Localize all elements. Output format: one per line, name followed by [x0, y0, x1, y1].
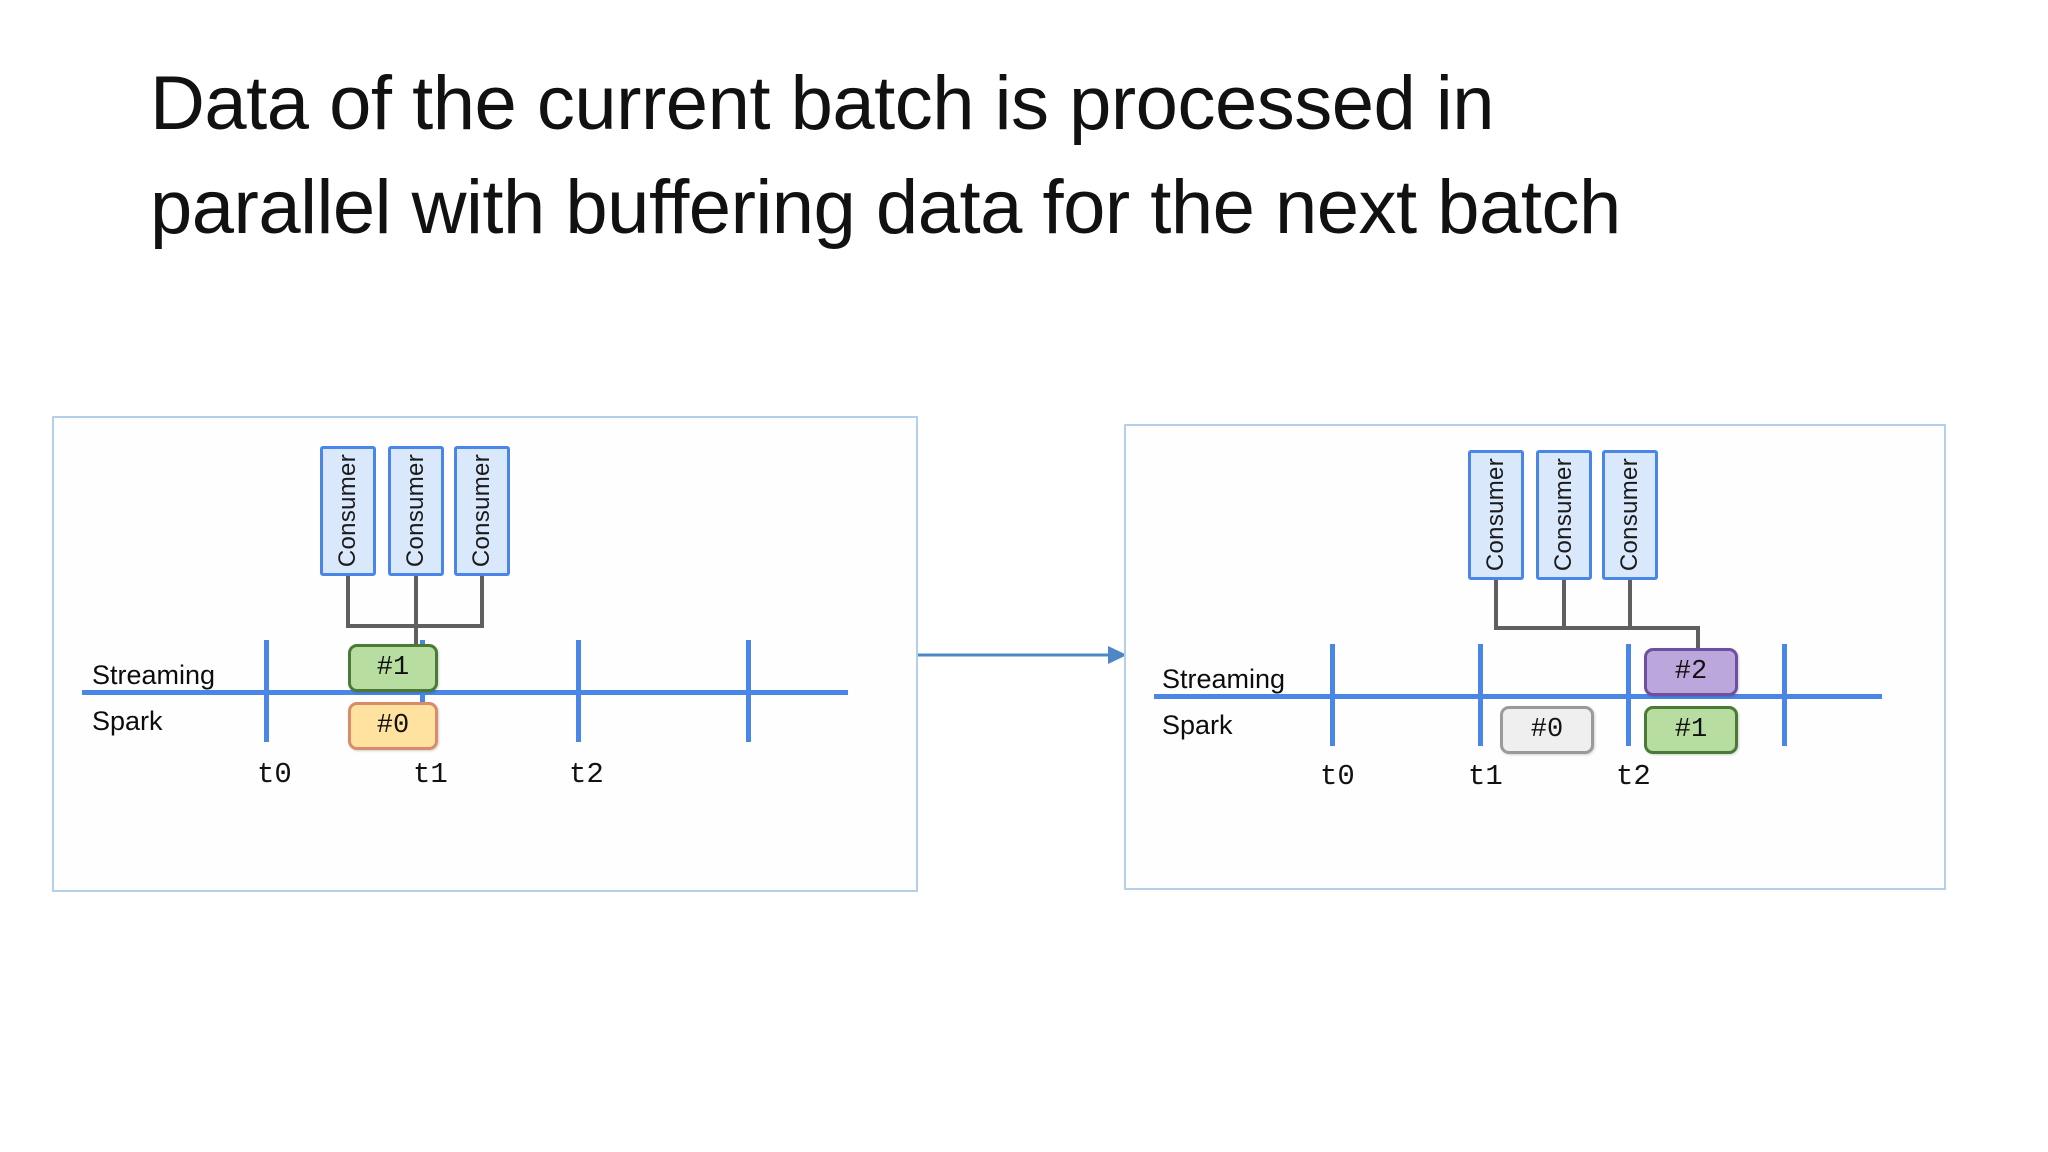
consumer-box-3[interactable]: Consumer — [454, 446, 510, 576]
batch-box-spark-0[interactable]: #0 — [348, 702, 438, 750]
time-tick-line-3 — [1782, 644, 1787, 746]
batch-box-spark-1[interactable]: #1 — [1644, 706, 1738, 754]
timeline-panel-stage-2: Consumer Consumer Consumer Streaming Spa… — [1124, 424, 1946, 890]
consumer-box-1[interactable]: Consumer — [320, 446, 376, 576]
connector-drop-2 — [414, 576, 418, 628]
time-label-t0: t0 — [257, 758, 292, 791]
lane-label-spark: Spark — [92, 706, 163, 736]
time-label-t0: t0 — [1320, 760, 1355, 793]
consumer-label: Consumer — [1550, 458, 1577, 572]
time-tick-line-1 — [1478, 644, 1483, 746]
time-tick-line-2 — [576, 640, 581, 742]
consumer-label: Consumer — [1482, 458, 1509, 572]
time-label-t2: t2 — [1616, 760, 1651, 793]
time-tick-line-0 — [1330, 644, 1335, 746]
time-label-t2: t2 — [569, 758, 604, 791]
lane-label-spark: Spark — [1162, 710, 1233, 740]
consumer-label: Consumer — [334, 454, 361, 568]
time-tick-line-2 — [1626, 644, 1631, 746]
consumer-label: Consumer — [468, 454, 495, 568]
diagram-stage-2: Consumer Consumer Consumer Streaming Spa… — [1126, 426, 1944, 888]
consumer-box-1[interactable]: Consumer — [1468, 450, 1524, 580]
batch-box-streaming-1[interactable]: #1 — [348, 644, 438, 692]
time-tick-line-3 — [746, 640, 751, 742]
connector-drop-3 — [1628, 580, 1632, 630]
time-label-t1: t1 — [413, 758, 448, 791]
timeline-axis — [1154, 694, 1882, 699]
consumer-box-2[interactable]: Consumer — [1536, 450, 1592, 580]
connector-drop-2 — [1562, 580, 1566, 630]
consumer-label: Consumer — [1616, 458, 1643, 572]
timeline-axis — [82, 690, 848, 695]
lane-label-streaming: Streaming — [1162, 664, 1286, 694]
lane-label-streaming: Streaming — [92, 660, 216, 690]
diagram-stage-1: Consumer Consumer Consumer Streaming Spa… — [54, 418, 916, 890]
time-label-t1: t1 — [1468, 760, 1503, 793]
timeline-panel-stage-1: Consumer Consumer Consumer Streaming Spa… — [52, 416, 918, 892]
batch-box-spark-0[interactable]: #0 — [1500, 706, 1594, 754]
consumer-label: Consumer — [402, 454, 429, 568]
connector-drop-1 — [1494, 580, 1498, 630]
batch-box-streaming-2[interactable]: #2 — [1644, 648, 1738, 696]
consumer-box-2[interactable]: Consumer — [388, 446, 444, 576]
consumer-box-3[interactable]: Consumer — [1602, 450, 1658, 580]
connector-drop-3 — [480, 576, 484, 628]
time-tick-line-0 — [264, 640, 269, 742]
connector-drop-1 — [346, 576, 350, 628]
page-title: Data of the current batch is processed i… — [150, 61, 1621, 250]
connector-bus — [1494, 626, 1700, 630]
stage-transition-arrow — [918, 638, 1128, 672]
